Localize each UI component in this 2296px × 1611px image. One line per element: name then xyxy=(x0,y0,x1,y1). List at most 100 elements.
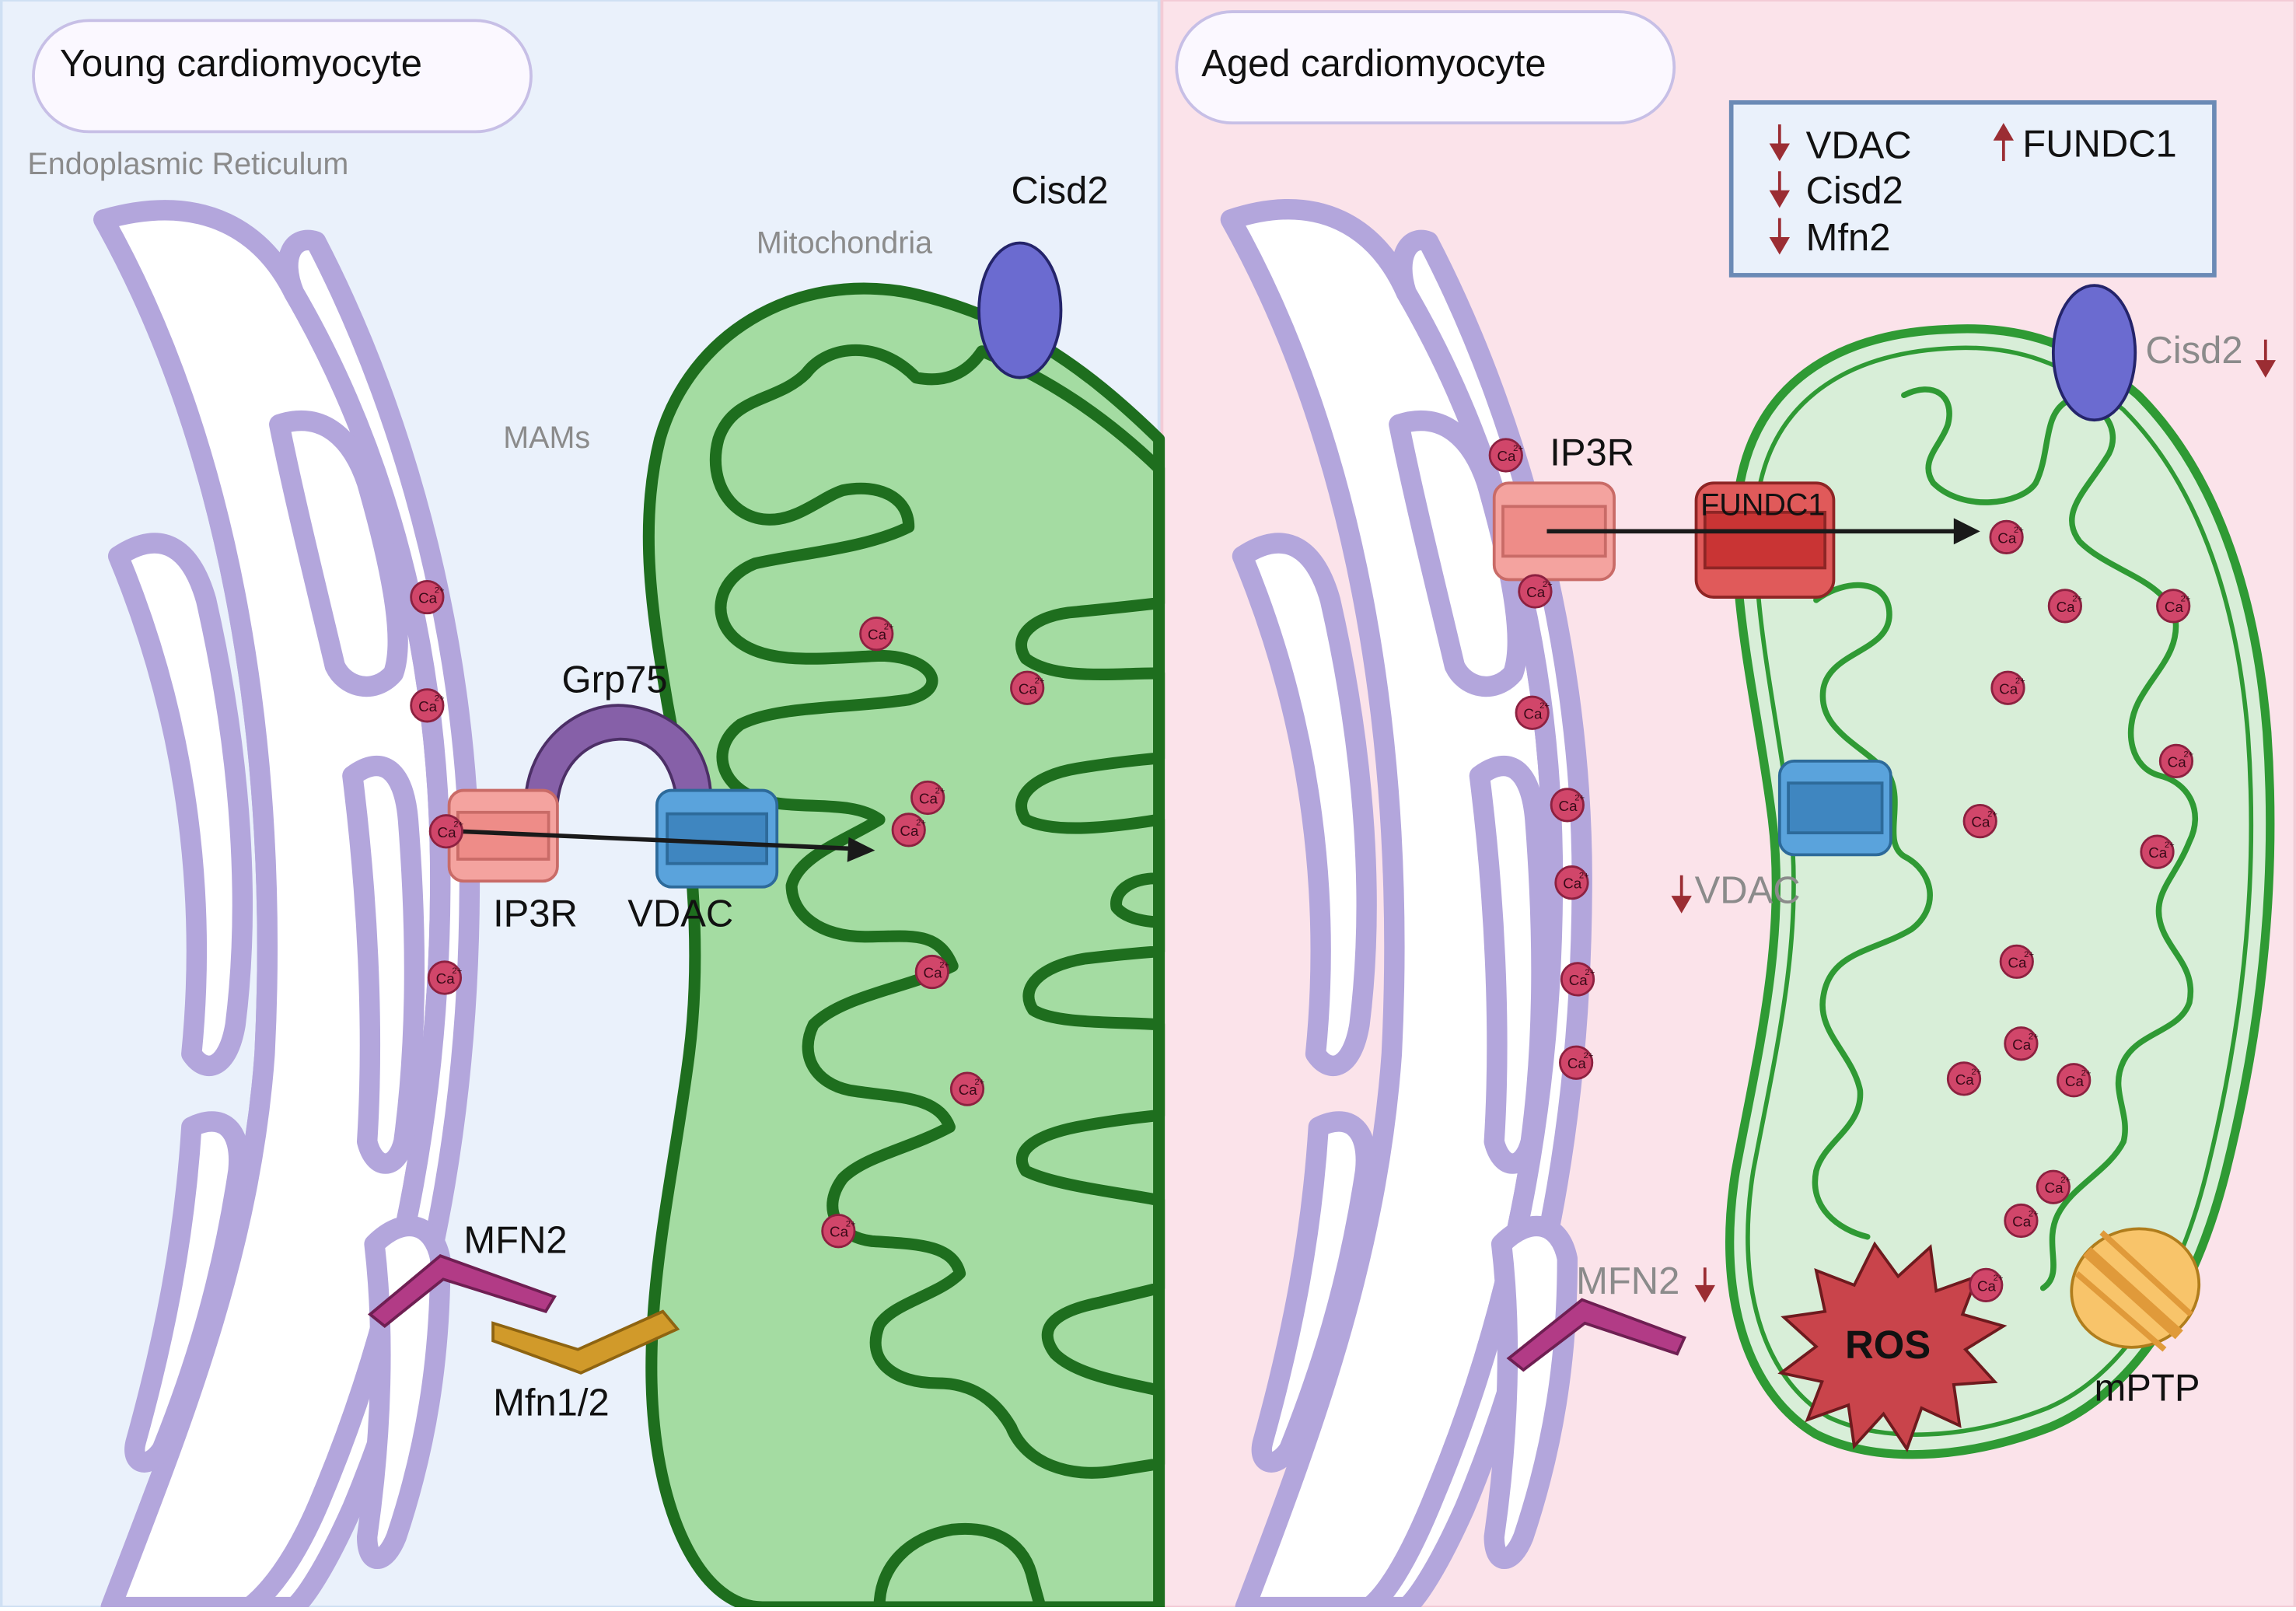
svg-text:2+: 2+ xyxy=(2181,595,2191,604)
svg-text:Ca: Ca xyxy=(900,823,919,839)
calcium-ion: Ca2+ xyxy=(949,1071,985,1106)
young-ip3r-label: IP3R xyxy=(493,893,578,935)
svg-text:2+: 2+ xyxy=(846,1220,856,1229)
svg-text:2+: 2+ xyxy=(1539,701,1550,711)
svg-text:2+: 2+ xyxy=(2015,676,2025,686)
calcium-ion: Ca2+ xyxy=(821,1214,856,1249)
aged-cisd2-protein xyxy=(2051,284,2137,422)
calcium-ions: Ca2+Ca2+Ca2+Ca2+Ca2+Ca2+Ca2+Ca2+Ca2+Ca2+… xyxy=(410,438,2194,1302)
svg-text:Ca: Ca xyxy=(1997,529,2017,546)
svg-text:2+: 2+ xyxy=(2060,1176,2071,1185)
svg-text:2+: 2+ xyxy=(939,960,949,970)
svg-text:2+: 2+ xyxy=(1579,872,1589,881)
calcium-ion: Ca2+ xyxy=(2004,1026,2039,1061)
svg-text:2+: 2+ xyxy=(1585,968,1595,977)
svg-text:2+: 2+ xyxy=(884,622,894,631)
aged-mptp-pore xyxy=(2070,1227,2201,1352)
young-mfn12-protein xyxy=(491,1309,680,1375)
svg-text:Ca: Ca xyxy=(2165,599,2184,615)
svg-text:2+: 2+ xyxy=(2014,526,2024,535)
calcium-ion: Ca2+ xyxy=(427,960,463,995)
aged-mptp-label: mPTP xyxy=(2095,1368,2200,1410)
legend-mfn2: Mfn2 xyxy=(1806,217,1891,259)
young-vdac-label: VDAC xyxy=(627,893,733,935)
young-arrow-head xyxy=(847,837,875,862)
calcium-ion: Ca2+ xyxy=(1990,670,2025,705)
svg-text:Ca: Ca xyxy=(436,970,456,987)
calcium-ion: Ca2+ xyxy=(1550,788,1585,823)
aged-cisd2-label: Cisd2 xyxy=(2145,330,2242,372)
calcium-ion: Ca2+ xyxy=(1946,1061,1982,1096)
legend-down-arrow-vdac xyxy=(1769,124,1790,162)
aged-cisd2-down-arrow xyxy=(2255,339,2276,378)
young-mfn12-label: Mfn1/2 xyxy=(493,1382,610,1424)
svg-text:2+: 2+ xyxy=(2072,595,2082,604)
svg-text:Ca: Ca xyxy=(1955,1071,1975,1088)
svg-text:2+: 2+ xyxy=(935,786,945,795)
aged-legend-box xyxy=(1728,100,2217,278)
svg-text:Ca: Ca xyxy=(2148,844,2168,861)
young-cisd2-protein xyxy=(977,241,1063,379)
calcium-ion: Ca2+ xyxy=(1560,962,1595,997)
svg-text:2+: 2+ xyxy=(435,585,445,595)
young-vdac-channel xyxy=(655,788,779,889)
svg-text:2+: 2+ xyxy=(1994,1274,2004,1283)
young-cisd2-label: Cisd2 xyxy=(1011,170,1108,212)
calcium-ion: Ca2+ xyxy=(1515,695,1550,730)
calcium-ion: Ca2+ xyxy=(2158,743,2194,779)
aged-ip3r-label: IP3R xyxy=(1550,432,1634,474)
calcium-ion: Ca2+ xyxy=(1999,944,2034,979)
svg-text:2+: 2+ xyxy=(1543,580,1553,589)
svg-text:Ca: Ca xyxy=(1567,1055,1587,1071)
aged-title-box xyxy=(1175,10,1676,125)
svg-text:Ca: Ca xyxy=(2168,753,2187,770)
svg-text:2+: 2+ xyxy=(435,694,445,704)
svg-text:2+: 2+ xyxy=(1971,1068,1981,1077)
svg-text:2+: 2+ xyxy=(1584,1051,1594,1061)
svg-text:2+: 2+ xyxy=(2165,840,2175,850)
aged-arrow-head xyxy=(1953,518,1980,545)
svg-text:Ca: Ca xyxy=(1999,680,2018,697)
aged-mitochondrion xyxy=(1725,324,2275,1459)
svg-text:2+: 2+ xyxy=(2029,1209,2039,1218)
svg-text:Ca: Ca xyxy=(1497,448,1516,464)
aged-vdac-channel xyxy=(1777,760,1892,857)
legend-up-arrow-fundc1 xyxy=(1993,123,2015,162)
calcium-ion: Ca2+ xyxy=(2004,1203,2039,1239)
young-mitochondrion xyxy=(642,282,1165,1611)
calcium-ion: Ca2+ xyxy=(2057,1063,2092,1098)
young-mfn2-protein xyxy=(367,1254,557,1328)
legend-vdac: VDAC xyxy=(1806,124,1912,166)
young-title: Young cardiomyocyte xyxy=(60,43,422,85)
calcium-ion: Ca2+ xyxy=(410,688,445,723)
svg-text:Ca: Ca xyxy=(1569,972,1588,988)
aged-fundc1-protein xyxy=(1694,481,1836,599)
calcium-ion: Ca2+ xyxy=(1962,803,1997,839)
aged-fundc1-label: FUNDC1 xyxy=(1700,488,1825,522)
svg-text:Ca: Ca xyxy=(438,824,457,840)
young-er-label: Endoplasmic Reticulum xyxy=(27,147,348,181)
svg-text:2+: 2+ xyxy=(2183,750,2193,759)
svg-text:2+: 2+ xyxy=(1574,794,1585,803)
young-mfn2-label: MFN2 xyxy=(463,1219,567,1261)
calcium-ion: Ca2+ xyxy=(2047,589,2083,624)
aged-title: Aged cardiomyocyte xyxy=(1201,43,1546,85)
aged-vdac-down-arrow xyxy=(1671,875,1692,914)
svg-text:Ca: Ca xyxy=(924,965,943,981)
svg-text:Ca: Ca xyxy=(1559,798,1578,814)
svg-text:Ca: Ca xyxy=(1977,1277,1997,1294)
calcium-ion: Ca2+ xyxy=(859,617,894,652)
svg-text:2+: 2+ xyxy=(453,820,463,830)
aged-ros-label: ROS xyxy=(1845,1323,1931,1367)
svg-text:2+: 2+ xyxy=(1513,444,1523,453)
young-title-box xyxy=(32,19,533,134)
svg-text:2+: 2+ xyxy=(974,1078,984,1087)
calcium-ion: Ca2+ xyxy=(910,780,945,816)
calcium-ion: Ca2+ xyxy=(2140,834,2175,869)
svg-text:Ca: Ca xyxy=(919,791,938,807)
calcium-ion: Ca2+ xyxy=(2156,589,2191,624)
calcium-ion: Ca2+ xyxy=(1010,670,1045,705)
svg-text:Ca: Ca xyxy=(418,590,438,606)
